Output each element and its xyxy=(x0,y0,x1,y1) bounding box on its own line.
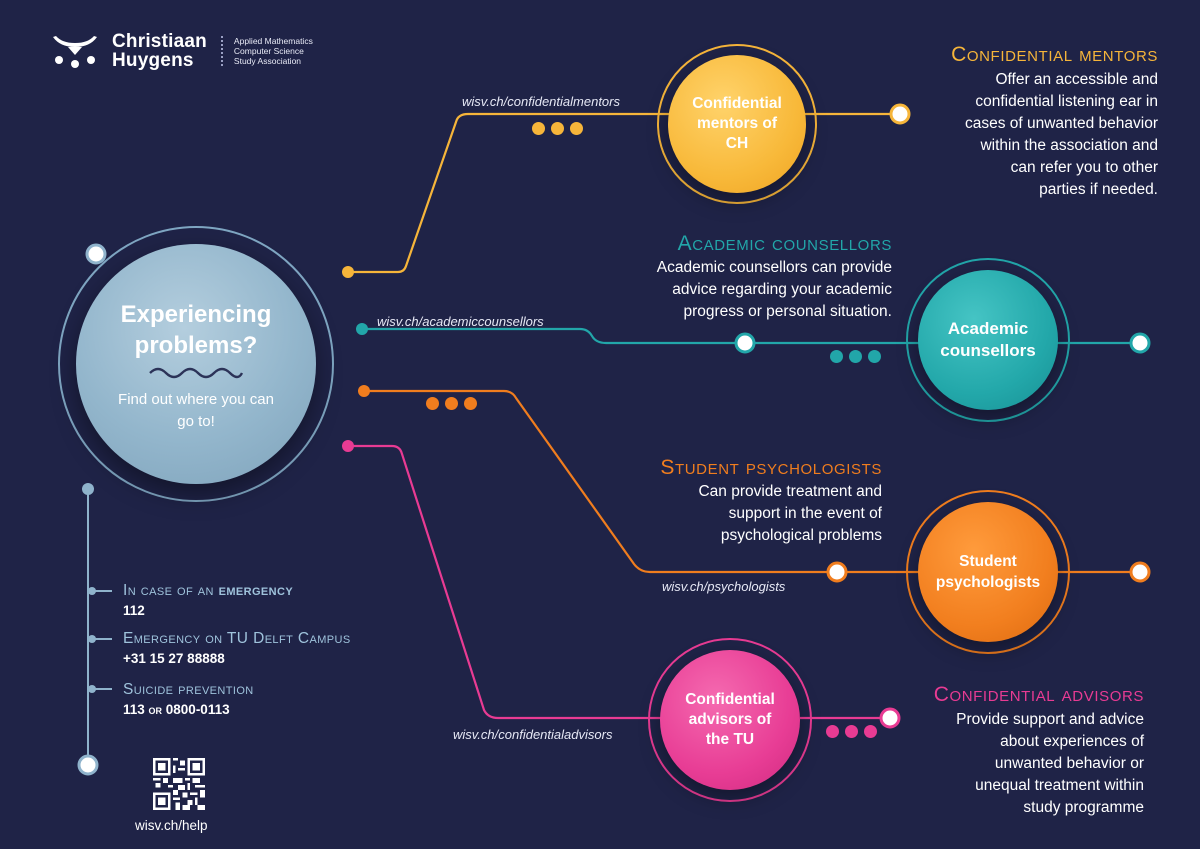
advisors-ring xyxy=(648,638,812,802)
mentors-dots xyxy=(532,122,583,135)
association-logo: Christiaan Huygens Applied Mathematics C… xyxy=(50,32,313,70)
mentors-description: Offer an accessible and confidential lis… xyxy=(964,71,1158,198)
center-ring-node xyxy=(85,243,107,265)
emergency-item: In case of an emergency 112 xyxy=(123,582,294,618)
campus-emergency-item: Emergency on TU Delft Campus +31 15 27 8… xyxy=(123,630,351,666)
mentors-connector xyxy=(348,112,700,274)
psychologists-heading: Student psychologists xyxy=(660,456,882,479)
counsellors-url[interactable]: wisv.ch/academiccounsellors xyxy=(377,314,544,329)
center-title: Experiencing problems? xyxy=(120,301,272,359)
timeline-bottom-node xyxy=(77,754,99,776)
advisors-start-node xyxy=(342,440,354,452)
psychologists-dots xyxy=(426,397,477,410)
center-subtitle: Find out where you can go to! xyxy=(118,391,274,430)
psychologists-mid-node xyxy=(826,561,848,583)
center-circle: Experiencing problems? Find out where yo… xyxy=(76,244,316,484)
advisors-heading: Confidential advisors xyxy=(933,683,1144,706)
counsellors-description: Academic counsellors can provide advice … xyxy=(656,259,892,320)
counsellors-heading: Academic counsellors xyxy=(677,232,892,255)
counsellors-mid-node xyxy=(734,332,756,354)
advisors-connector xyxy=(348,444,680,720)
mentors-circle: Confidential mentors of CH xyxy=(668,55,806,193)
timeline-top-node xyxy=(82,483,94,495)
advisors-circle: Confidential advisors of the TU xyxy=(660,650,800,790)
wave-divider-icon xyxy=(149,367,244,379)
mentors-start-node xyxy=(342,266,354,278)
psychologists-circle: Student psychologists xyxy=(918,502,1058,642)
qr-code-icon[interactable] xyxy=(153,758,205,810)
mentors-url[interactable]: wisv.ch/confidentialmentors xyxy=(462,94,620,109)
mentors-ring xyxy=(657,44,817,204)
counsellors-start-node xyxy=(356,323,368,335)
emergency-number: 112 xyxy=(123,603,145,618)
center-ring xyxy=(58,226,334,502)
advisors-description: Provide support and advice about experie… xyxy=(956,711,1144,816)
mentors-heading: Confidential mentors xyxy=(951,43,1158,66)
counsellors-connector xyxy=(362,327,1140,345)
psychologists-ring xyxy=(906,490,1070,654)
psychologists-start-node xyxy=(358,385,370,397)
campus-emergency-number: +31 15 27 88888 xyxy=(123,651,225,666)
counsellors-end-node xyxy=(1129,332,1151,354)
help-url[interactable]: wisv.ch/help xyxy=(135,818,208,833)
advisors-dots xyxy=(826,725,877,738)
counsellors-ring xyxy=(906,258,1070,422)
advisors-end-node xyxy=(879,707,901,729)
counsellors-circle: Academic counsellors xyxy=(918,270,1058,410)
mentors-end-node xyxy=(889,103,911,125)
logo-subtitle: Applied Mathematics Computer Science Stu… xyxy=(233,36,313,66)
suicide-prevention-item: Suicide prevention 113 or 0800-0113 xyxy=(123,681,254,717)
logo-name: Christiaan Huygens xyxy=(112,31,207,71)
counsellors-dots xyxy=(830,350,881,363)
suicide-prevention-number: 113 or 0800-0113 xyxy=(123,702,230,717)
psychologists-end-node xyxy=(1129,561,1151,583)
owl-logo-icon xyxy=(53,36,97,68)
psychologists-description: Can provide treatment and support in the… xyxy=(698,483,882,544)
advisors-url[interactable]: wisv.ch/confidentialadvisors xyxy=(453,727,613,742)
psychologists-connector xyxy=(364,389,1140,574)
psychologists-url[interactable]: wisv.ch/psychologists xyxy=(662,579,786,594)
